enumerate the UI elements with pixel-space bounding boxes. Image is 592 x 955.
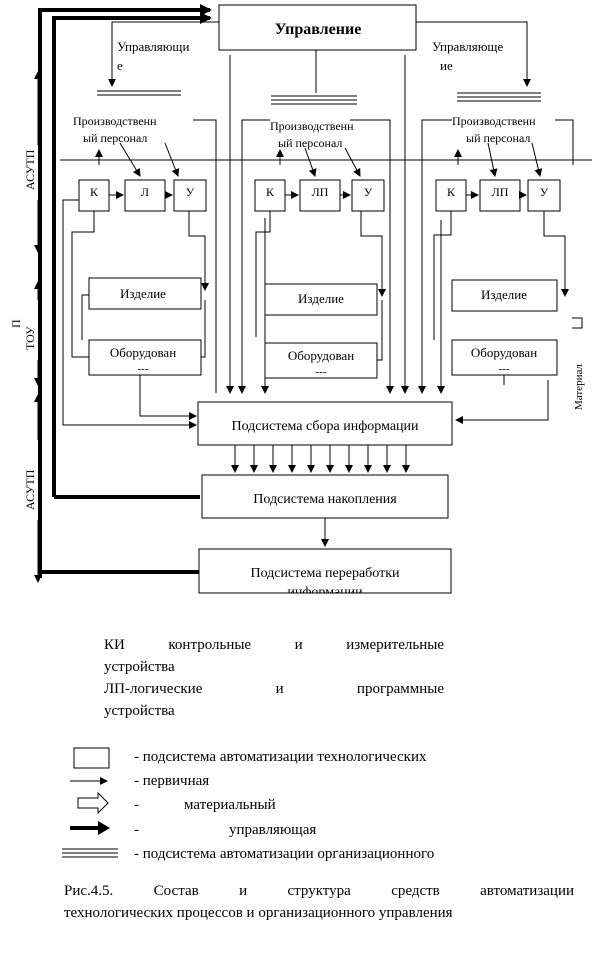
group-2-u-label: У bbox=[364, 185, 373, 199]
group-3-k-label: К bbox=[447, 185, 456, 199]
def-lp-line-1: ЛП-логические и программные bbox=[104, 681, 444, 697]
group-1-l-box bbox=[124, 179, 166, 212]
material-bracket-icon bbox=[572, 317, 583, 329]
side-label-asutp-top: АСУТП bbox=[23, 149, 37, 190]
definitions: КИ контрольные и измерительные устройств… bbox=[104, 634, 444, 722]
store-subsystem-box bbox=[201, 474, 449, 519]
structure-diagram: Управление Управляющи е Управляюще ие АС… bbox=[9, 4, 592, 600]
legend-text-tech-subsystem: - подсистема автоматизации технологическ… bbox=[134, 749, 427, 765]
legend-text-control-word: управляющая bbox=[229, 822, 317, 838]
group-1-u-label: У bbox=[186, 185, 195, 199]
side-label-asutp-bottom: АСУТП bbox=[23, 469, 37, 510]
right-control-label-2: ие bbox=[440, 58, 453, 73]
legend-hollow-arrow-icon bbox=[77, 791, 109, 815]
left-control-label-1: Управляющи bbox=[117, 39, 189, 54]
legend-text-material-word: материальный bbox=[184, 797, 276, 813]
legend-double-line-icon bbox=[62, 848, 118, 858]
group-2: Производственн ый персонал К ЛП У Издели… bbox=[226, 55, 409, 394]
org-subsystem-lines bbox=[97, 90, 541, 105]
group-1-equipment-sub: --- bbox=[138, 363, 149, 375]
legend-text-control: -управляющая bbox=[134, 822, 317, 838]
group-2-product-label: Изделие bbox=[298, 291, 344, 306]
group-3-equipment-sub: --- bbox=[499, 363, 510, 375]
management-box bbox=[218, 4, 417, 51]
group-2-equipment-label: Оборудован bbox=[288, 348, 354, 363]
group-3: Производственн ый персонал К ЛП У Издели… bbox=[418, 114, 585, 424]
def-lp-line-2: устройства bbox=[104, 703, 175, 719]
group-3-u-label: У bbox=[540, 185, 549, 199]
group-1-personnel-1: Производственн bbox=[73, 114, 157, 128]
group-2-personnel-1: Производственн bbox=[270, 119, 354, 133]
group-2-lp-label: ЛП bbox=[312, 185, 329, 199]
side-label-p: П bbox=[9, 319, 23, 328]
group-2-equipment-sub: --- bbox=[316, 366, 327, 378]
legend-thick-arrow-icon bbox=[70, 821, 110, 835]
process-subsystem-label-1: Подсистема переработки bbox=[250, 566, 400, 581]
group-1-l-label: Л bbox=[141, 185, 149, 199]
caption-line-2: технологических процессов и организацион… bbox=[64, 905, 453, 921]
group-1: Производственн ый персонал К Л У Изделие… bbox=[62, 114, 217, 429]
group-2-personnel-2: ый персонал bbox=[278, 136, 342, 150]
group-1-product-label: Изделие bbox=[120, 286, 166, 301]
group-3-k-box bbox=[435, 179, 467, 212]
caption-line-1: Рис.4.5. Состав и структура средств авто… bbox=[64, 883, 574, 899]
group-3-equipment-label: Оборудован bbox=[471, 345, 537, 360]
group-1-u-box bbox=[173, 179, 207, 212]
side-label-tou: ТОУ bbox=[23, 326, 37, 350]
group-1-equipment-label: Оборудован bbox=[110, 345, 176, 360]
figure-caption: Рис.4.5. Состав и структура средств авто… bbox=[64, 880, 574, 924]
right-control-label-1: Управляюще bbox=[432, 39, 503, 54]
group-1-product-box bbox=[88, 277, 202, 310]
material-side-label: Материал bbox=[573, 364, 585, 410]
group-2-k-label: К bbox=[266, 185, 275, 199]
def-ki-line-1: КИ контрольные и измерительные bbox=[104, 637, 444, 653]
collect-subsystem-label: Подсистема сбора информации bbox=[231, 419, 419, 434]
group-3-product-box bbox=[451, 279, 558, 312]
legend-box-icon bbox=[73, 747, 110, 769]
group-2-lp-box bbox=[299, 179, 341, 212]
collect-subsystem-box bbox=[197, 401, 453, 446]
group-3-lp-label: ЛП bbox=[492, 185, 509, 199]
group-1-k-label: К bbox=[90, 185, 99, 199]
group-2-u-box bbox=[351, 179, 385, 212]
group-3-personnel-1: Производственн bbox=[452, 114, 536, 128]
group-3-product-label: Изделие bbox=[481, 287, 527, 302]
legend-symbols bbox=[62, 747, 118, 858]
legend-text-org-subsystem: - подсистема автоматизации организационн… bbox=[134, 846, 435, 862]
legend-text-material: -материальный bbox=[134, 797, 276, 813]
process-subsystem-label-2: информации bbox=[287, 585, 363, 600]
def-ki-line-2: устройства bbox=[104, 659, 175, 675]
process-subsystem-box bbox=[198, 548, 452, 594]
store-subsystem-label: Подсистема накопления bbox=[253, 492, 397, 507]
collect-to-store-arrows bbox=[231, 445, 410, 473]
group-3-u-box bbox=[527, 179, 561, 212]
legend-text-primary: - первичная bbox=[134, 773, 210, 789]
group-3-lp-box bbox=[479, 179, 521, 212]
group-1-personnel-2: ый персонал bbox=[83, 131, 147, 145]
management-links bbox=[108, 21, 531, 93]
left-control-label-2: е bbox=[117, 58, 123, 73]
control-flow-thick bbox=[38, 4, 212, 578]
group-3-personnel-2: ый персонал bbox=[466, 131, 530, 145]
management-label: Управление bbox=[275, 21, 362, 38]
